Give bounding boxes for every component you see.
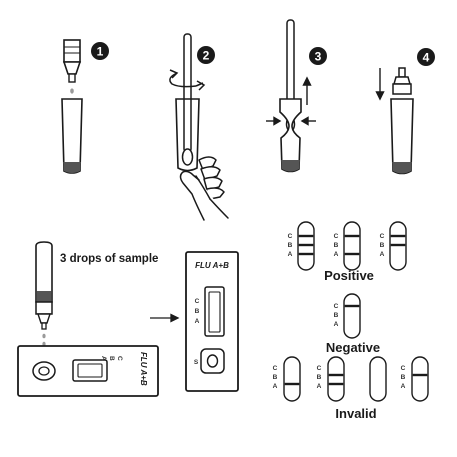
sample-instruction-label: 3 drops of sample [60,253,158,265]
svg-text:C: C [317,365,322,372]
step-2-tube [175,98,200,172]
cassette-upright-label: FLU A+B [195,261,229,270]
svg-text:A: A [380,251,385,258]
result-positive-label: Positive [324,268,374,283]
step-2-swab [181,33,194,166]
svg-text:B: B [380,242,385,249]
svg-text:B: B [288,242,293,249]
svg-text:C: C [334,303,339,310]
svg-text:B: B [317,374,322,381]
svg-text:A: A [334,251,339,258]
svg-text:A: A [401,383,406,390]
cassette-horizontal-label: FLU A+B [139,352,148,386]
step-1-dropper [62,39,82,83]
svg-text:B: B [334,242,339,249]
invalid-strip-b: C B A [401,356,429,402]
negative-strip: C B A [334,293,361,339]
sample-dropper-tube [35,241,53,330]
cassette-upright: FLU A+B C B A S [185,251,239,392]
step-3-pull-arrow [302,76,312,105]
step-4-cap [392,67,412,95]
svg-text:C: C [288,233,293,240]
invalid-strip-a: C B A [273,356,301,402]
step-2-hand [179,156,229,221]
positive-strip-cba: C B A [288,221,315,271]
cassette-upright-line-a: A [195,318,200,325]
step-1-number: 1 [97,45,104,59]
svg-text:B: B [273,374,278,381]
result-invalid-label: Invalid [335,406,376,421]
svg-text:C: C [380,233,385,240]
svg-text:C: C [273,365,278,372]
invalid-strip-ba: C B A [317,356,345,402]
step-2-number: 2 [203,49,210,63]
step-4-number: 4 [423,51,430,65]
step-3-squeeze-arrows [266,116,316,126]
cassette-horizontal-line-a: A [100,356,107,361]
cassette-upright-line-b: B [195,308,200,315]
cassette-upright-sample-mark: S [194,359,199,366]
result-negative-label: Negative [326,340,380,355]
result-invalid-strips: C B A C B A C B A [273,356,429,402]
svg-text:A: A [317,383,322,390]
svg-text:A: A [288,251,293,258]
svg-text:B: B [401,374,406,381]
cassette-horizontal-line-b: B [108,356,115,361]
cassette-horizontal-line-c: C [116,356,123,361]
step-3-tube [279,98,302,173]
cassette-upright-line-c: C [195,298,200,305]
step-3-number: 3 [315,50,322,64]
positive-strip-ca: C B A [334,221,361,271]
result-positive-strips: C B A C B A C B A [288,221,407,271]
cassette-arrow [150,313,180,323]
step-3-badge: 3 [309,47,327,65]
step-2-badge: 2 [197,46,215,64]
step-4-tube [390,98,414,175]
step-2-rotate-arrows [169,69,206,91]
cassette-horizontal: C B A FLU A+B [17,345,159,397]
invalid-strip-empty [369,356,387,402]
step-4-badge: 4 [417,48,435,66]
step-1-badge: 1 [91,42,109,60]
svg-text:C: C [334,233,339,240]
svg-text:C: C [401,365,406,372]
svg-text:B: B [334,312,339,319]
svg-text:A: A [334,321,339,328]
svg-text:A: A [273,383,278,390]
positive-strip-cb: C B A [380,221,407,271]
step-4-down-arrow [375,68,385,101]
step-1-tube [61,98,83,174]
